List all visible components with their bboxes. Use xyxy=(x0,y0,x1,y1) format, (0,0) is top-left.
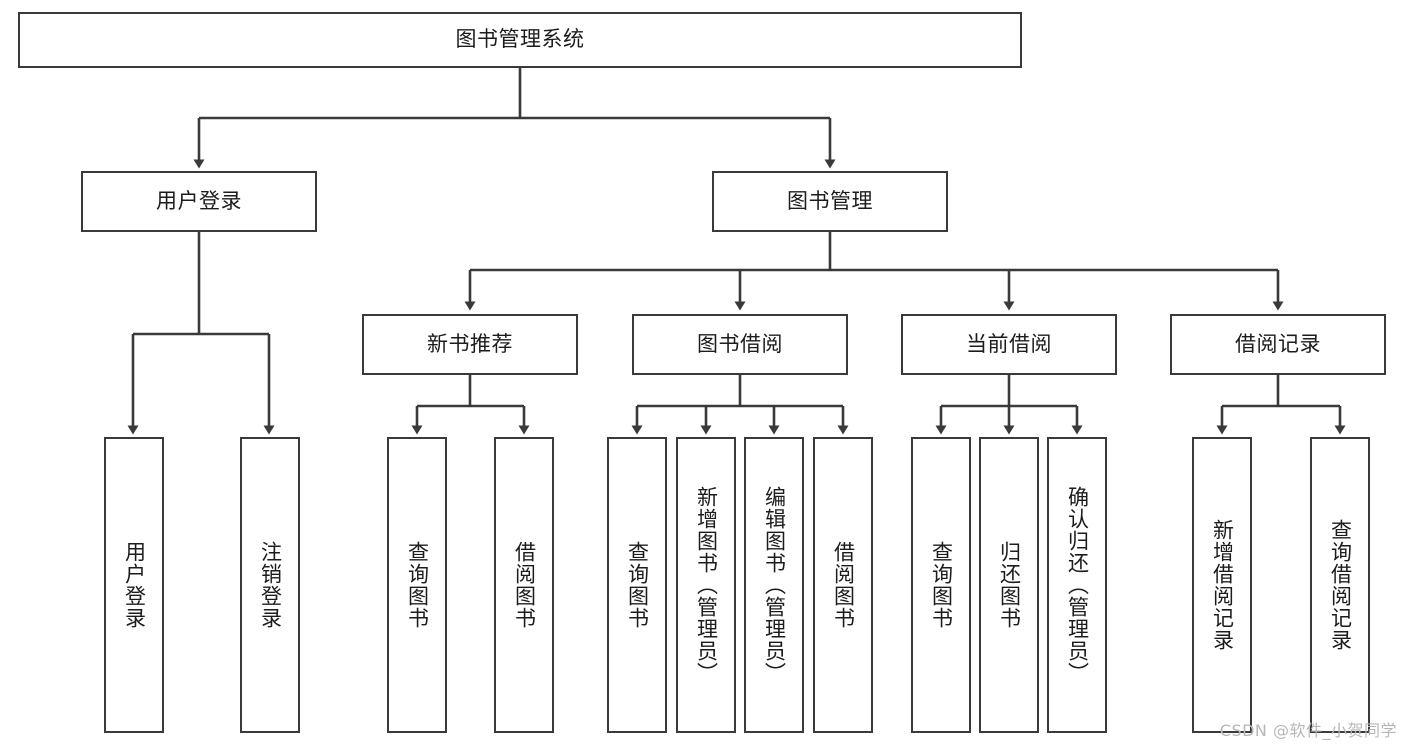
node-user-login[interactable]: 用户登录 xyxy=(81,171,317,232)
node-leaf-query-record-label: 查询借阅记录 xyxy=(1328,519,1353,651)
node-new-book-recommend-label: 新书推荐 xyxy=(427,331,513,356)
node-current-borrow[interactable]: 当前借阅 xyxy=(901,314,1117,375)
node-borrow-record[interactable]: 借阅记录 xyxy=(1170,314,1386,375)
node-leaf-confirm-return[interactable]: 确认归还（管理员） xyxy=(1047,437,1107,733)
node-leaf-add-book-label: 新增图书（管理员） xyxy=(694,486,719,684)
node-leaf-borrow-book-2-label: 借阅图书 xyxy=(831,541,856,629)
node-leaf-query-book-1[interactable]: 查询图书 xyxy=(387,437,447,733)
node-leaf-borrow-book-1-label: 借阅图书 xyxy=(512,541,537,629)
node-root[interactable]: 图书管理系统 xyxy=(18,12,1022,68)
node-leaf-add-book[interactable]: 新增图书（管理员） xyxy=(676,437,736,733)
node-borrow-record-label: 借阅记录 xyxy=(1235,331,1321,356)
node-leaf-borrow-book-1[interactable]: 借阅图书 xyxy=(494,437,554,733)
node-leaf-user-logout[interactable]: 注销登录 xyxy=(240,437,300,733)
node-user-login-label: 用户登录 xyxy=(156,188,242,213)
node-leaf-user-logout-label: 注销登录 xyxy=(258,541,283,629)
node-leaf-query-book-2[interactable]: 查询图书 xyxy=(607,437,667,733)
node-leaf-query-book-2-label: 查询图书 xyxy=(625,541,650,629)
node-leaf-return-book[interactable]: 归还图书 xyxy=(979,437,1039,733)
node-root-label: 图书管理系统 xyxy=(455,27,585,52)
node-leaf-query-book-1-label: 查询图书 xyxy=(405,541,430,629)
node-book-manage[interactable]: 图书管理 xyxy=(712,171,948,232)
node-leaf-user-login[interactable]: 用户登录 xyxy=(104,437,164,733)
node-leaf-borrow-book-2[interactable]: 借阅图书 xyxy=(813,437,873,733)
node-leaf-add-record[interactable]: 新增借阅记录 xyxy=(1192,437,1252,733)
node-leaf-query-book-3[interactable]: 查询图书 xyxy=(911,437,971,733)
node-book-borrow[interactable]: 图书借阅 xyxy=(632,314,848,375)
node-leaf-query-record[interactable]: 查询借阅记录 xyxy=(1310,437,1370,733)
node-leaf-query-book-3-label: 查询图书 xyxy=(929,541,954,629)
node-leaf-edit-book[interactable]: 编辑图书（管理员） xyxy=(744,437,804,733)
node-leaf-return-book-label: 归还图书 xyxy=(997,541,1022,629)
node-book-manage-label: 图书管理 xyxy=(787,188,873,213)
node-leaf-edit-book-label: 编辑图书（管理员） xyxy=(762,486,787,684)
node-leaf-confirm-return-label: 确认归还（管理员） xyxy=(1065,486,1090,684)
node-book-borrow-label: 图书借阅 xyxy=(697,331,783,356)
node-current-borrow-label: 当前借阅 xyxy=(966,331,1052,356)
node-new-book-recommend[interactable]: 新书推荐 xyxy=(362,314,578,375)
node-leaf-user-login-label: 用户登录 xyxy=(122,541,147,629)
node-leaf-add-record-label: 新增借阅记录 xyxy=(1210,519,1235,651)
